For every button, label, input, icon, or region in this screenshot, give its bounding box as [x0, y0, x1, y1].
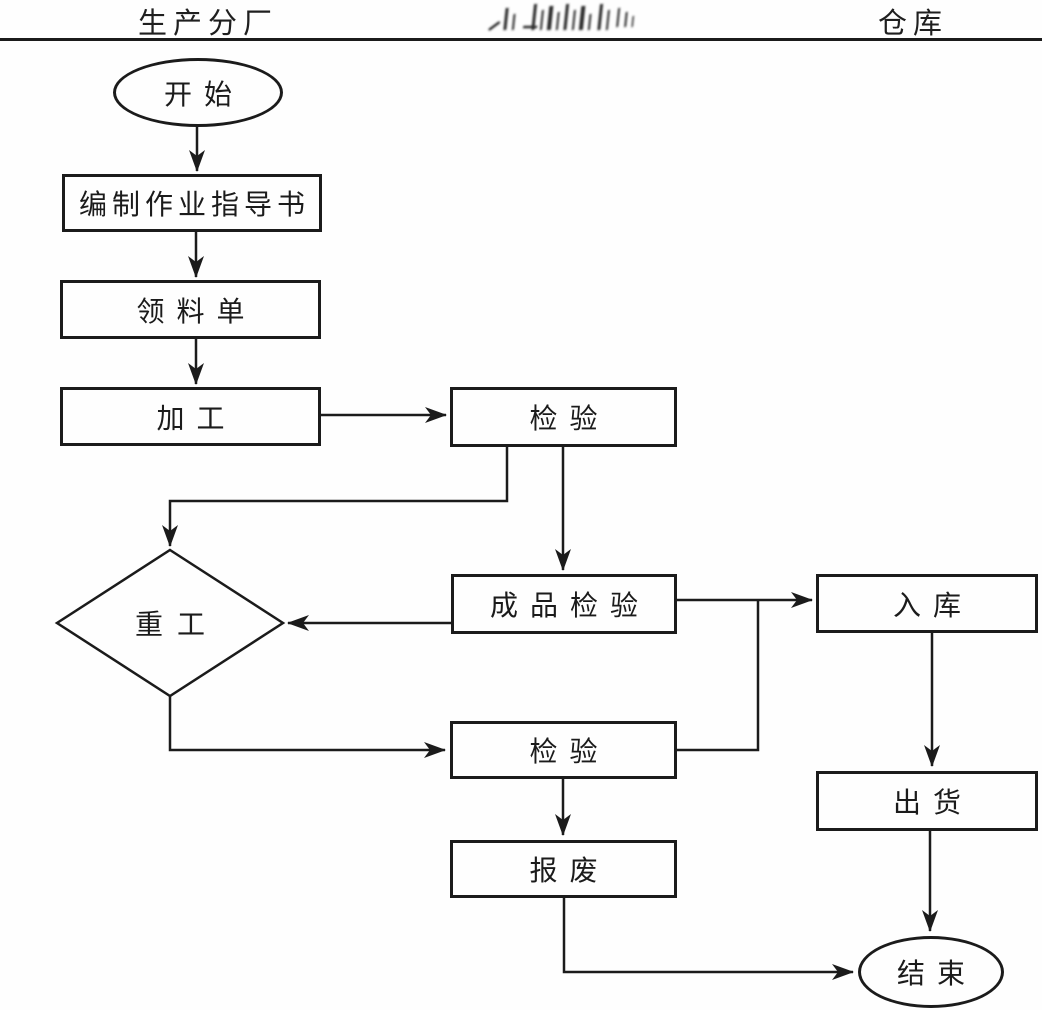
lane-title-warehouse: 仓库: [878, 8, 949, 40]
node-warehousing-label: 入库: [892, 590, 973, 622]
node-finished-inspection-label: 成品检验: [489, 591, 650, 622]
lane-title-production-branch: 生产分厂: [138, 8, 279, 40]
node-prepare-instructions-label: 编制作业指导书: [78, 190, 310, 221]
edge-scrap-to-end: [562, 898, 854, 980]
node-prepare-instructions: 编制作业指导书: [62, 174, 322, 232]
edge-rework-to-inspection2: [168, 696, 446, 758]
edge-inspection1-to-rework: [162, 447, 509, 547]
node-rework-label: 重工: [134, 610, 219, 641]
node-start: 开始: [113, 58, 283, 127]
node-end: 结束: [858, 936, 1004, 1008]
node-shipment: 出货: [816, 771, 1038, 831]
node-scrap-label: 报废: [529, 856, 610, 887]
node-shipment-label: 出货: [892, 788, 973, 819]
node-inspection-2: 检验: [450, 721, 677, 779]
node-inspection-1: 检验: [450, 387, 677, 447]
node-material-requisition-label: 领料单: [136, 296, 257, 328]
edge-inspection2-to-warehousing: [677, 601, 760, 752]
lane-header-divider: [0, 38, 1042, 41]
node-warehousing: 入库: [816, 574, 1038, 633]
node-processing: 加工: [60, 387, 321, 446]
node-processing-label: 加工: [156, 403, 237, 435]
node-finished-inspection: 成品检验: [451, 574, 677, 634]
node-rework: 重工: [110, 603, 230, 643]
node-inspection-1-label: 检验: [529, 404, 610, 435]
rework-decision-diamond: [54, 548, 286, 698]
node-start-label: 开始: [163, 79, 244, 111]
illegible-text-smudge-icon: [488, 4, 635, 31]
node-end-label: 结束: [896, 959, 977, 990]
node-material-requisition: 领料单: [60, 280, 321, 339]
node-scrap: 报废: [450, 840, 677, 898]
node-inspection-2-label: 检验: [529, 737, 610, 768]
